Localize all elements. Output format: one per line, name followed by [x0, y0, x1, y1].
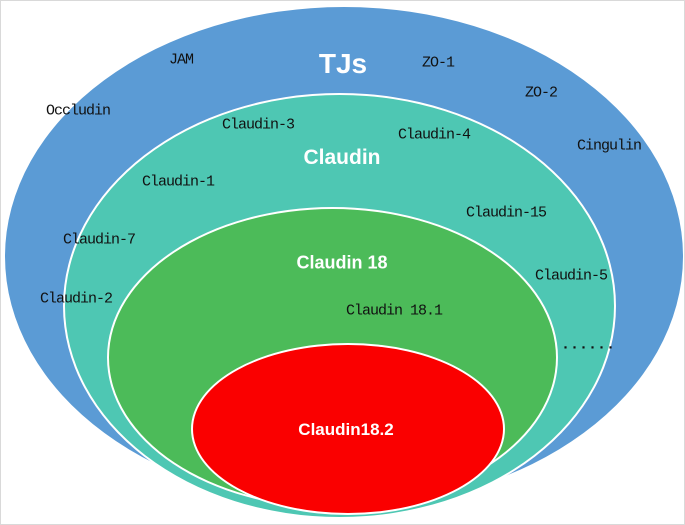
- label-claudin-4: Claudin-4: [397, 126, 471, 144]
- claudin182-ellipse: [191, 343, 505, 515]
- label-zo-2: ZO-2: [524, 84, 558, 102]
- label-cingulin: Cingulin: [576, 137, 642, 155]
- label-claudin-15: Claudin-15: [465, 204, 547, 222]
- label-occludin: Occludin: [45, 102, 111, 120]
- tjs-ring-title: TJs: [318, 48, 368, 79]
- label-claudin-3: Claudin-3: [221, 116, 295, 134]
- label-zo-1: ZO-1: [421, 54, 455, 72]
- label-claudin-1: Claudin-1: [141, 173, 215, 191]
- label-ellipsis-dots: ......: [560, 336, 616, 354]
- label-claudin-2: Claudin-2: [39, 290, 113, 308]
- label-jam: JAM: [168, 51, 194, 69]
- label-claudin-18-1: Claudin 18.1: [345, 302, 443, 320]
- claudin182-ring-title: Claudin18.2: [298, 420, 394, 439]
- claudin-ring-title: Claudin: [303, 146, 381, 169]
- label-claudin-5: Claudin-5: [534, 267, 608, 285]
- claudin18-ring-title: Claudin 18: [296, 252, 388, 273]
- label-claudin-7: Claudin-7: [62, 231, 136, 249]
